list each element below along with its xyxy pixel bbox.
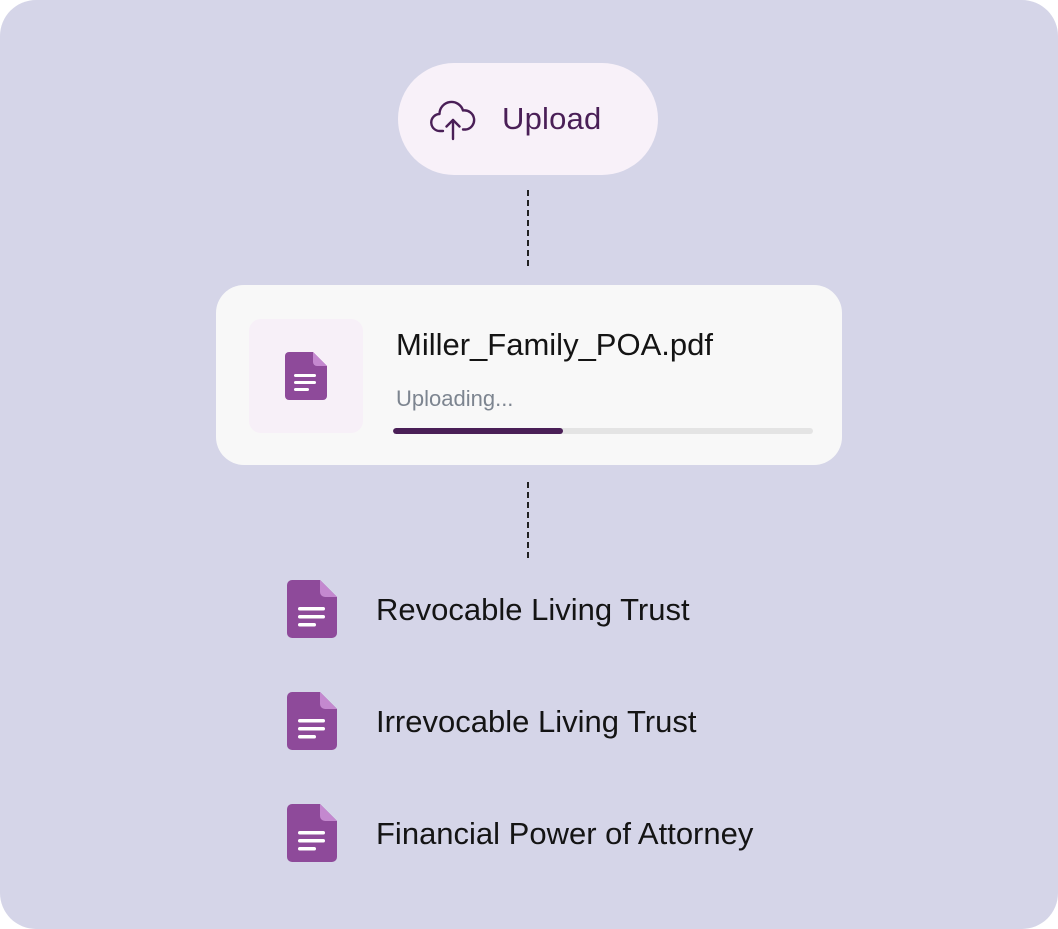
upload-progress-bar (393, 428, 813, 434)
document-label: Financial Power of Attorney (376, 816, 754, 851)
upload-status: Uploading... (396, 386, 514, 411)
document-icon (287, 580, 337, 638)
uploading-file-card: Miller_Family_POA.pdf Uploading... (216, 285, 842, 465)
document-icon (287, 804, 337, 862)
connector-line (527, 190, 529, 266)
file-name: Miller_Family_POA.pdf (396, 327, 713, 362)
document-label: Revocable Living Trust (376, 592, 690, 627)
document-item-irrevocable-living-trust[interactable]: Irrevocable Living Trust (287, 692, 807, 750)
upload-button[interactable]: Upload (398, 63, 658, 175)
document-label: Irrevocable Living Trust (376, 704, 697, 739)
document-icon (287, 692, 337, 750)
file-thumbnail (249, 319, 363, 433)
document-icon (285, 352, 327, 400)
document-item-revocable-living-trust[interactable]: Revocable Living Trust (287, 580, 807, 638)
upload-label: Upload (502, 101, 602, 136)
connector-line (527, 482, 529, 558)
document-item-financial-power-of-attorney[interactable]: Financial Power of Attorney (287, 804, 807, 862)
upload-progress-fill (393, 428, 564, 434)
cloud-upload-icon (430, 100, 476, 141)
